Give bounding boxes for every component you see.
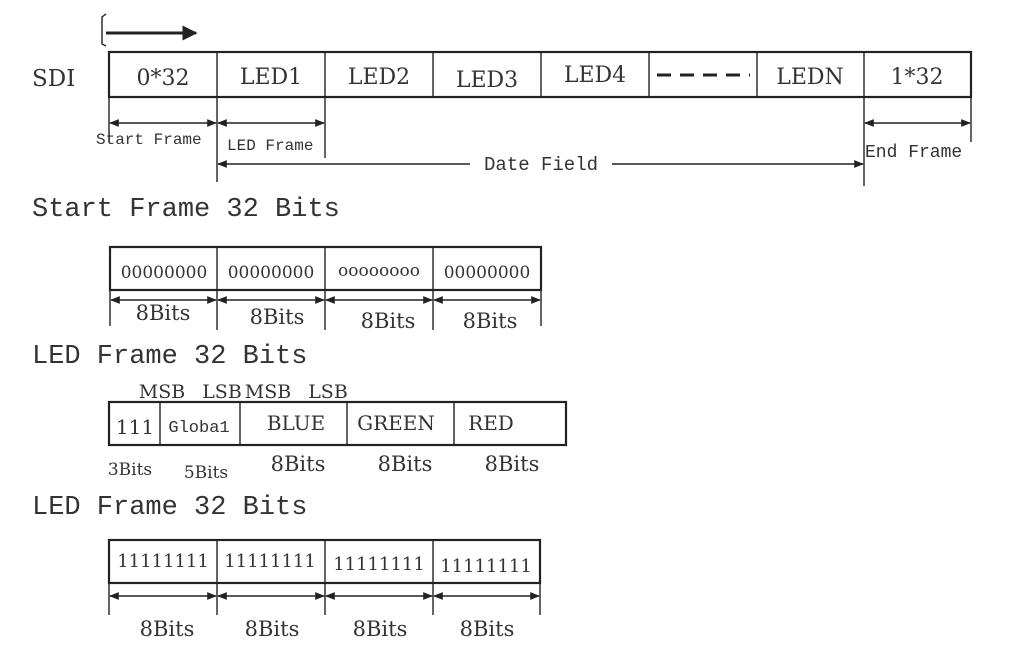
start-frame-bits-label-3: 8Bits [361,309,416,333]
led-frame-box [107,400,568,447]
led-frame-dividers [159,402,455,445]
sdi-cell-led3: LED3 [456,68,518,93]
start-frame-byte-3: oooooooo [338,261,420,281]
end-frame-extension-lines [108,583,541,615]
led-frame-title: LED Frame 32 Bits [32,342,307,372]
end-frame-byte-2: 11111111 [224,551,316,572]
end-frame-dividers [216,540,434,583]
blue-lsb-label: LSB [308,381,348,403]
start-frame-extension-lines [109,290,542,330]
sdi-cell-start: 0*32 [137,66,190,91]
sdi-frame-box [107,50,973,99]
global-lsb-label: LSB [202,381,242,403]
sdi-cell-ledn: LEDN [776,65,844,90]
led-frame-bits-label-2: 5Bits [184,463,228,483]
led-frame-red: RED [468,411,514,435]
sdi-dividers [216,52,865,97]
end-frame-byte-4: 11111111 [440,556,532,577]
sdi-cell-end: 1*32 [891,65,944,90]
sdi-label: SDI [32,66,75,92]
sdi-extension-lines [108,97,972,186]
data-field-label: Date Field [484,154,598,176]
sdi-cell-led4: LED4 [564,63,626,88]
start-frame-byte-4: 00000000 [444,263,531,283]
end-frame-bits-label-1: 8Bits [140,617,195,641]
start-frame-byte-1: 00000000 [121,263,208,283]
end-frame-bits-label-3: 8Bits [353,617,408,641]
start-frame-bits-label-1: 8Bits [136,301,191,325]
blue-msb-label: MSB [245,381,291,403]
start-frame-dividers [216,247,434,290]
led-frame-global-brightness: Globa1 [168,419,229,438]
led-frame-green: GREEN [357,411,435,435]
sdi-cell-led2: LED2 [348,65,410,90]
sdi-cell-led1: LED1 [240,65,302,90]
led-frame-bits-label-3: 8Bits [271,452,326,476]
global-msb-label: MSB [139,381,185,403]
led-frame-blue: BLUE [267,411,325,435]
led-frame-bits-label-4: 8Bits [378,452,433,476]
end-frame-byte-3: 11111111 [333,554,425,575]
start-frame-span-label: Start Frame [96,131,202,149]
direction-arrow [101,13,198,47]
start-frame-bits-label-2: 8Bits [250,305,305,329]
end-frame-span-label: End Frame [865,143,962,163]
start-frame-byte-2: 00000000 [228,263,315,283]
led-frame-span-label: LED Frame [227,137,313,155]
end-frame-bits-label-4: 8Bits [460,617,515,641]
led-frame-bits-label-5: 8Bits [485,452,540,476]
led-frame-header-bits: 111 [116,415,154,439]
start-frame-title: Start Frame 32 Bits [32,195,340,225]
end-frame-bits-label-2: 8Bits [245,617,300,641]
start-frame-bits-label-4: 8Bits [463,309,518,333]
led-frame-bits-label-1: 3Bits [108,460,152,480]
end-frame-byte-1: 11111111 [117,551,209,572]
end-frame-title: LED Frame 32 Bits [32,493,307,523]
